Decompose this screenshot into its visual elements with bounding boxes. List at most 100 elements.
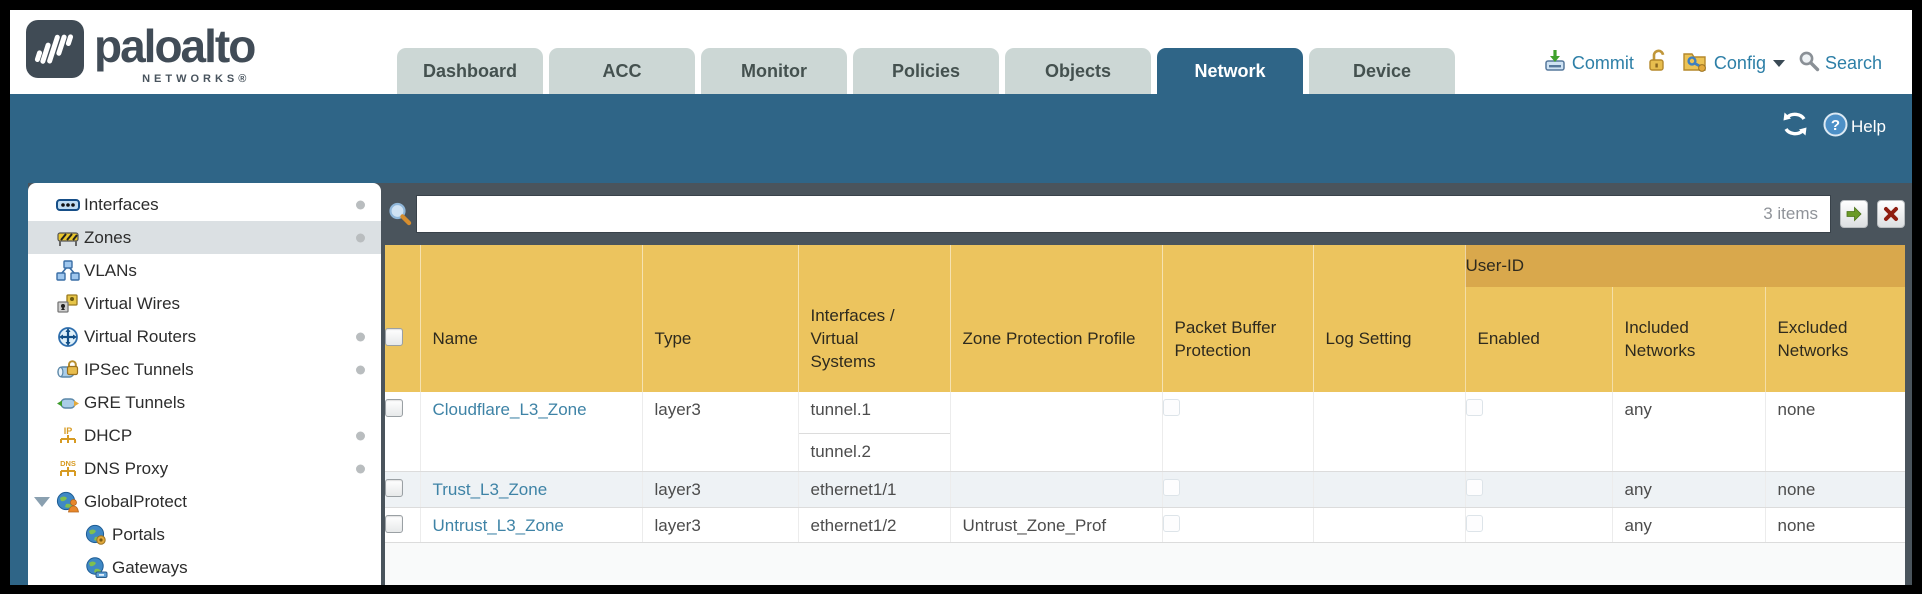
sidebar-item-globalprotect[interactable]: GlobalProtect: [28, 485, 381, 518]
sidebar-item-virtual-routers[interactable]: Virtual Routers: [28, 320, 381, 353]
user-id-enabled-checkbox: [1465, 515, 1483, 532]
sidebar-item-dhcp[interactable]: IP DHCP: [28, 419, 381, 452]
excluded-networks: none: [1765, 471, 1905, 508]
commit-icon: [1543, 49, 1567, 78]
sidebar-item-gre-tunnels[interactable]: GRE Tunnels: [28, 386, 381, 419]
zone-name-link[interactable]: Untrust_L3_Zone: [432, 516, 564, 535]
log-setting: [1313, 392, 1466, 472]
item-dot: [356, 332, 365, 341]
help-button[interactable]: ? Help: [1823, 112, 1886, 142]
col-header-interfaces[interactable]: Interfaces / Virtual Systems: [797, 245, 950, 392]
zone-name-link[interactable]: Cloudflare_L3_Zone: [432, 400, 587, 419]
select-all-checkbox[interactable]: [385, 328, 403, 346]
portals-icon: [84, 524, 108, 546]
tab-acc[interactable]: ACC: [549, 48, 695, 94]
zone-interface: ethernet1/1: [798, 471, 951, 508]
col-header-zone-protection-profile[interactable]: Zone Protection Profile: [949, 245, 1162, 392]
row-select-checkbox[interactable]: [385, 479, 403, 497]
zones-icon: [56, 227, 80, 249]
globalprotect-icon: [56, 491, 80, 513]
packet-buffer-protection-checkbox: [1162, 515, 1180, 532]
zone-interface: tunnel.2: [798, 433, 950, 471]
ipsec-tunnels-icon: [56, 359, 80, 381]
top-bar: paloalto NETWORKS® Dashboard ACC Monitor…: [10, 10, 1912, 94]
col-header-log-setting[interactable]: Log Setting: [1312, 245, 1465, 392]
col-header-type[interactable]: Type: [641, 245, 798, 392]
svg-text:IP: IP: [64, 426, 73, 436]
refresh-icon[interactable]: [1781, 111, 1809, 142]
sub-header-band: ? Help: [10, 94, 1912, 183]
log-setting: [1313, 471, 1466, 508]
vlans-icon: [56, 259, 80, 282]
zone-type: layer3: [642, 471, 799, 508]
zone-type: layer3: [642, 507, 799, 543]
col-header-packet-buffer-protection[interactable]: Packet Buffer Protection: [1161, 245, 1313, 392]
tab-network[interactable]: Network: [1157, 48, 1303, 94]
col-header-included-networks[interactable]: Included Networks: [1611, 287, 1765, 392]
select-all-cell: [385, 245, 420, 392]
sidebar-item-gateways[interactable]: Gateways: [28, 551, 381, 584]
dns-proxy-icon: DNS: [56, 458, 80, 480]
expand-collapse-caret[interactable]: [34, 496, 50, 507]
excluded-networks: none: [1765, 392, 1905, 472]
tab-policies[interactable]: Policies: [853, 48, 999, 94]
filter-search-icon: [387, 201, 413, 227]
row-select-checkbox[interactable]: [385, 399, 403, 417]
col-group-user-id: User-ID: [1464, 245, 1905, 287]
sidebar-item-virtual-wires[interactable]: Virtual Wires: [28, 287, 381, 320]
included-networks: any: [1612, 392, 1766, 472]
zone-type: layer3: [642, 392, 799, 472]
filter-toolbar: 3 items: [385, 183, 1905, 245]
items-count: 3 items: [1763, 204, 1818, 223]
interfaces-icon: [56, 194, 80, 216]
paloalto-logo: paloalto NETWORKS®: [26, 20, 256, 85]
col-header-excluded-networks[interactable]: Excluded Networks: [1764, 287, 1905, 392]
clear-filter-button[interactable]: [1877, 200, 1905, 228]
tab-objects[interactable]: Objects: [1005, 48, 1151, 94]
table-row: Cloudflare_L3_Zone layer3 tunnel.1 tunne…: [385, 392, 1905, 472]
sidebar-item-vlans[interactable]: VLANs: [28, 254, 381, 287]
table-row: Untrust_L3_Zone layer3 ethernet1/2 Untru…: [385, 507, 1905, 543]
svg-text:?: ?: [1831, 117, 1840, 134]
gateways-icon: [84, 556, 108, 579]
zone-interface: tunnel.1: [810, 400, 872, 419]
brand-wordmark: paloalto: [94, 20, 256, 72]
user-id-enabled-checkbox: [1465, 399, 1483, 416]
help-icon: ?: [1823, 112, 1848, 142]
search-icon: [1798, 50, 1820, 77]
col-header-enabled[interactable]: Enabled: [1464, 287, 1612, 392]
search-button[interactable]: Search: [1798, 50, 1882, 77]
filter-searchbox: 3 items: [416, 195, 1831, 233]
user-id-enabled-checkbox: [1465, 479, 1483, 496]
tab-dashboard[interactable]: Dashboard: [397, 48, 543, 94]
filter-input[interactable]: [417, 196, 1764, 232]
tab-device[interactable]: Device: [1309, 48, 1455, 94]
lock-button[interactable]: [1647, 49, 1669, 78]
config-menu-button[interactable]: Config: [1682, 49, 1785, 78]
packet-buffer-protection-checkbox: [1162, 399, 1180, 416]
zones-table: Name Type Interfaces / Virtual Systems Z…: [385, 245, 1905, 543]
sidebar-item-ipsec-tunnels[interactable]: IPSec Tunnels: [28, 353, 381, 386]
sidebar-item-zones[interactable]: Zones: [28, 221, 381, 254]
item-dot: [356, 233, 365, 242]
col-header-name[interactable]: Name: [419, 245, 642, 392]
packet-buffer-protection-checkbox: [1162, 479, 1180, 496]
sidebar-item-interfaces[interactable]: Interfaces: [28, 188, 381, 221]
unlocked-padlock-icon: [1647, 49, 1669, 78]
commit-button[interactable]: Commit: [1543, 49, 1634, 78]
tab-monitor[interactable]: Monitor: [701, 48, 847, 94]
included-networks: any: [1612, 507, 1766, 543]
sidebar-item-dns-proxy[interactable]: DNS DNS Proxy: [28, 452, 381, 485]
gre-tunnels-icon: [56, 392, 80, 414]
zone-protection-profile: [950, 471, 1163, 508]
sidebar-item-portals[interactable]: Portals: [28, 518, 381, 551]
excluded-networks: none: [1765, 507, 1905, 543]
zone-name-link[interactable]: Trust_L3_Zone: [432, 480, 548, 499]
log-setting: [1313, 507, 1466, 543]
zones-table-panel: Name Type Interfaces / Virtual Systems Z…: [385, 245, 1905, 585]
apply-filter-button[interactable]: [1840, 200, 1868, 228]
app-window: paloalto NETWORKS® Dashboard ACC Monitor…: [10, 10, 1912, 585]
row-select-checkbox[interactable]: [385, 515, 403, 533]
config-folder-key-icon: [1682, 49, 1709, 78]
